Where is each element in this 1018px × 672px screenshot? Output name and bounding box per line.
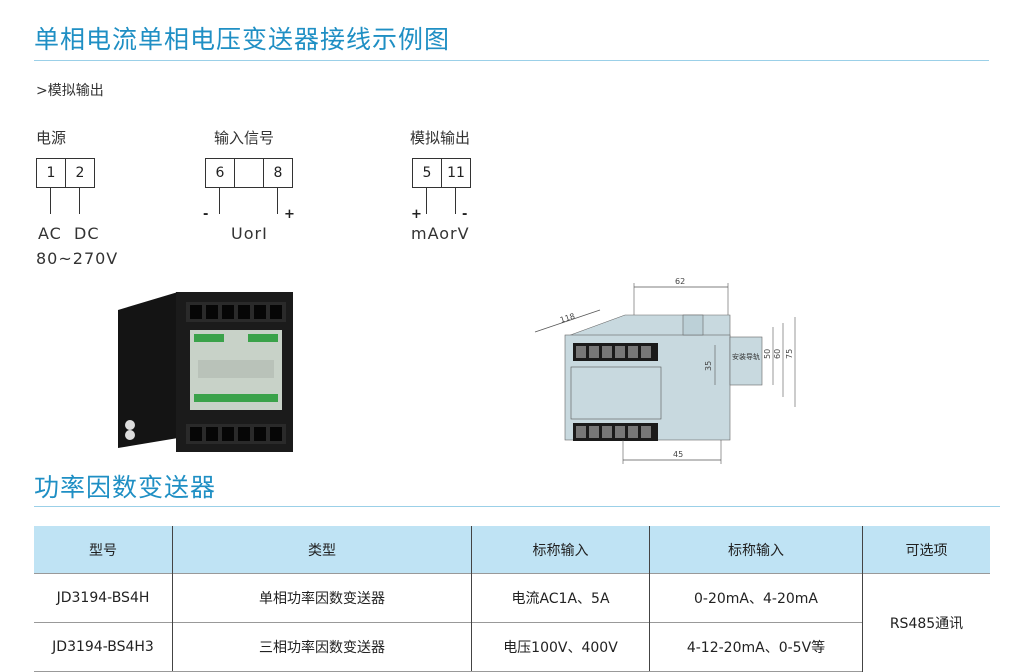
cell-model: JD3194-BS4H3	[34, 622, 173, 672]
table-row: JD3194-BS4H 单相功率因数变送器 电流AC1A、5A 0-20mA、4…	[34, 573, 990, 672]
input-signal-label: 输入信号	[214, 129, 275, 147]
cell-input: 电压100V、400V	[471, 622, 650, 672]
dim-label-35: 35	[704, 361, 713, 371]
power-label: 电源	[36, 129, 67, 147]
spec-table: 型号 类型 标称输入 标称输入 可选项 JD3194-BS4H 单相功率因数变送…	[34, 526, 990, 672]
input-signal-type: UorI	[231, 224, 268, 243]
output-lead-plus	[426, 188, 427, 214]
dimension-drawing: 62 118 安装导轨 35 50 60 75 45	[534, 277, 796, 464]
dim-label-45: 45	[673, 450, 683, 459]
terminal-11: 11	[447, 165, 465, 181]
power-lead-2	[79, 188, 80, 214]
section2-divider	[34, 506, 1000, 507]
terminal-8: 8	[273, 165, 283, 181]
cell-output: 4-12-20mA、0-5V等	[649, 622, 863, 672]
input-lead-minus	[219, 188, 220, 214]
output-terminal-block: 5 11	[412, 158, 471, 188]
subtitle-analog-output: >模拟输出	[36, 83, 104, 99]
terminal-1: 1	[37, 159, 66, 187]
cell-option: RS485通讯	[862, 573, 990, 672]
input-lead-plus	[277, 188, 278, 214]
dim-label-118: 118	[559, 312, 576, 325]
dim-label-50: 50	[763, 349, 772, 359]
output-signal-type: mAorV	[411, 224, 470, 243]
power-range: 80~270V	[36, 249, 119, 268]
analog-output-label: 模拟输出	[410, 129, 471, 147]
header-options: 可选项	[862, 526, 990, 574]
input-terminal-block: 6 8	[205, 158, 293, 188]
title-divider	[34, 60, 989, 61]
dim-label-60: 60	[773, 349, 782, 359]
terminal-2: 2	[75, 165, 85, 181]
cell-output: 0-20mA、4-20mA	[649, 573, 863, 623]
cell-type: 三相功率因数变送器	[172, 622, 472, 672]
cell-type: 单相功率因数变送器	[172, 573, 472, 623]
section-title-wiring: 单相电流单相电压变送器接线示例图	[34, 25, 451, 54]
terminal-5: 5	[413, 159, 442, 187]
dim-label-62: 62	[675, 277, 685, 286]
dim-label-75: 75	[785, 349, 794, 359]
terminal-blank	[235, 159, 264, 187]
power-lead-1	[50, 188, 51, 214]
output-minus-mark: -	[462, 207, 468, 222]
terminal-6: 6	[206, 159, 235, 187]
output-lead-minus	[455, 188, 456, 214]
rail-label: 安装导轨	[732, 352, 760, 361]
cell-input: 电流AC1A、5A	[471, 573, 650, 623]
header-type: 类型	[172, 526, 472, 574]
table-header-row: 型号 类型 标称输入 标称输入 可选项	[34, 526, 990, 574]
header-model: 型号	[34, 526, 173, 574]
power-terminal-block: 1 2	[36, 158, 95, 188]
transmitter-photo	[118, 292, 293, 452]
header-output-rated: 标称输入	[649, 526, 863, 574]
header-input-rated: 标称输入	[471, 526, 650, 574]
power-lead-labels: AC DC	[38, 224, 100, 243]
cell-model: JD3194-BS4H	[34, 573, 173, 623]
input-plus-mark: +	[284, 207, 295, 222]
table-row: JD3194-BS4H3 三相功率因数变送器 电压100V、400V 4-12-…	[34, 622, 990, 672]
section-title-power-factor: 功率因数变送器	[34, 473, 217, 502]
input-minus-mark: -	[203, 207, 209, 222]
output-plus-mark: +	[411, 207, 422, 222]
